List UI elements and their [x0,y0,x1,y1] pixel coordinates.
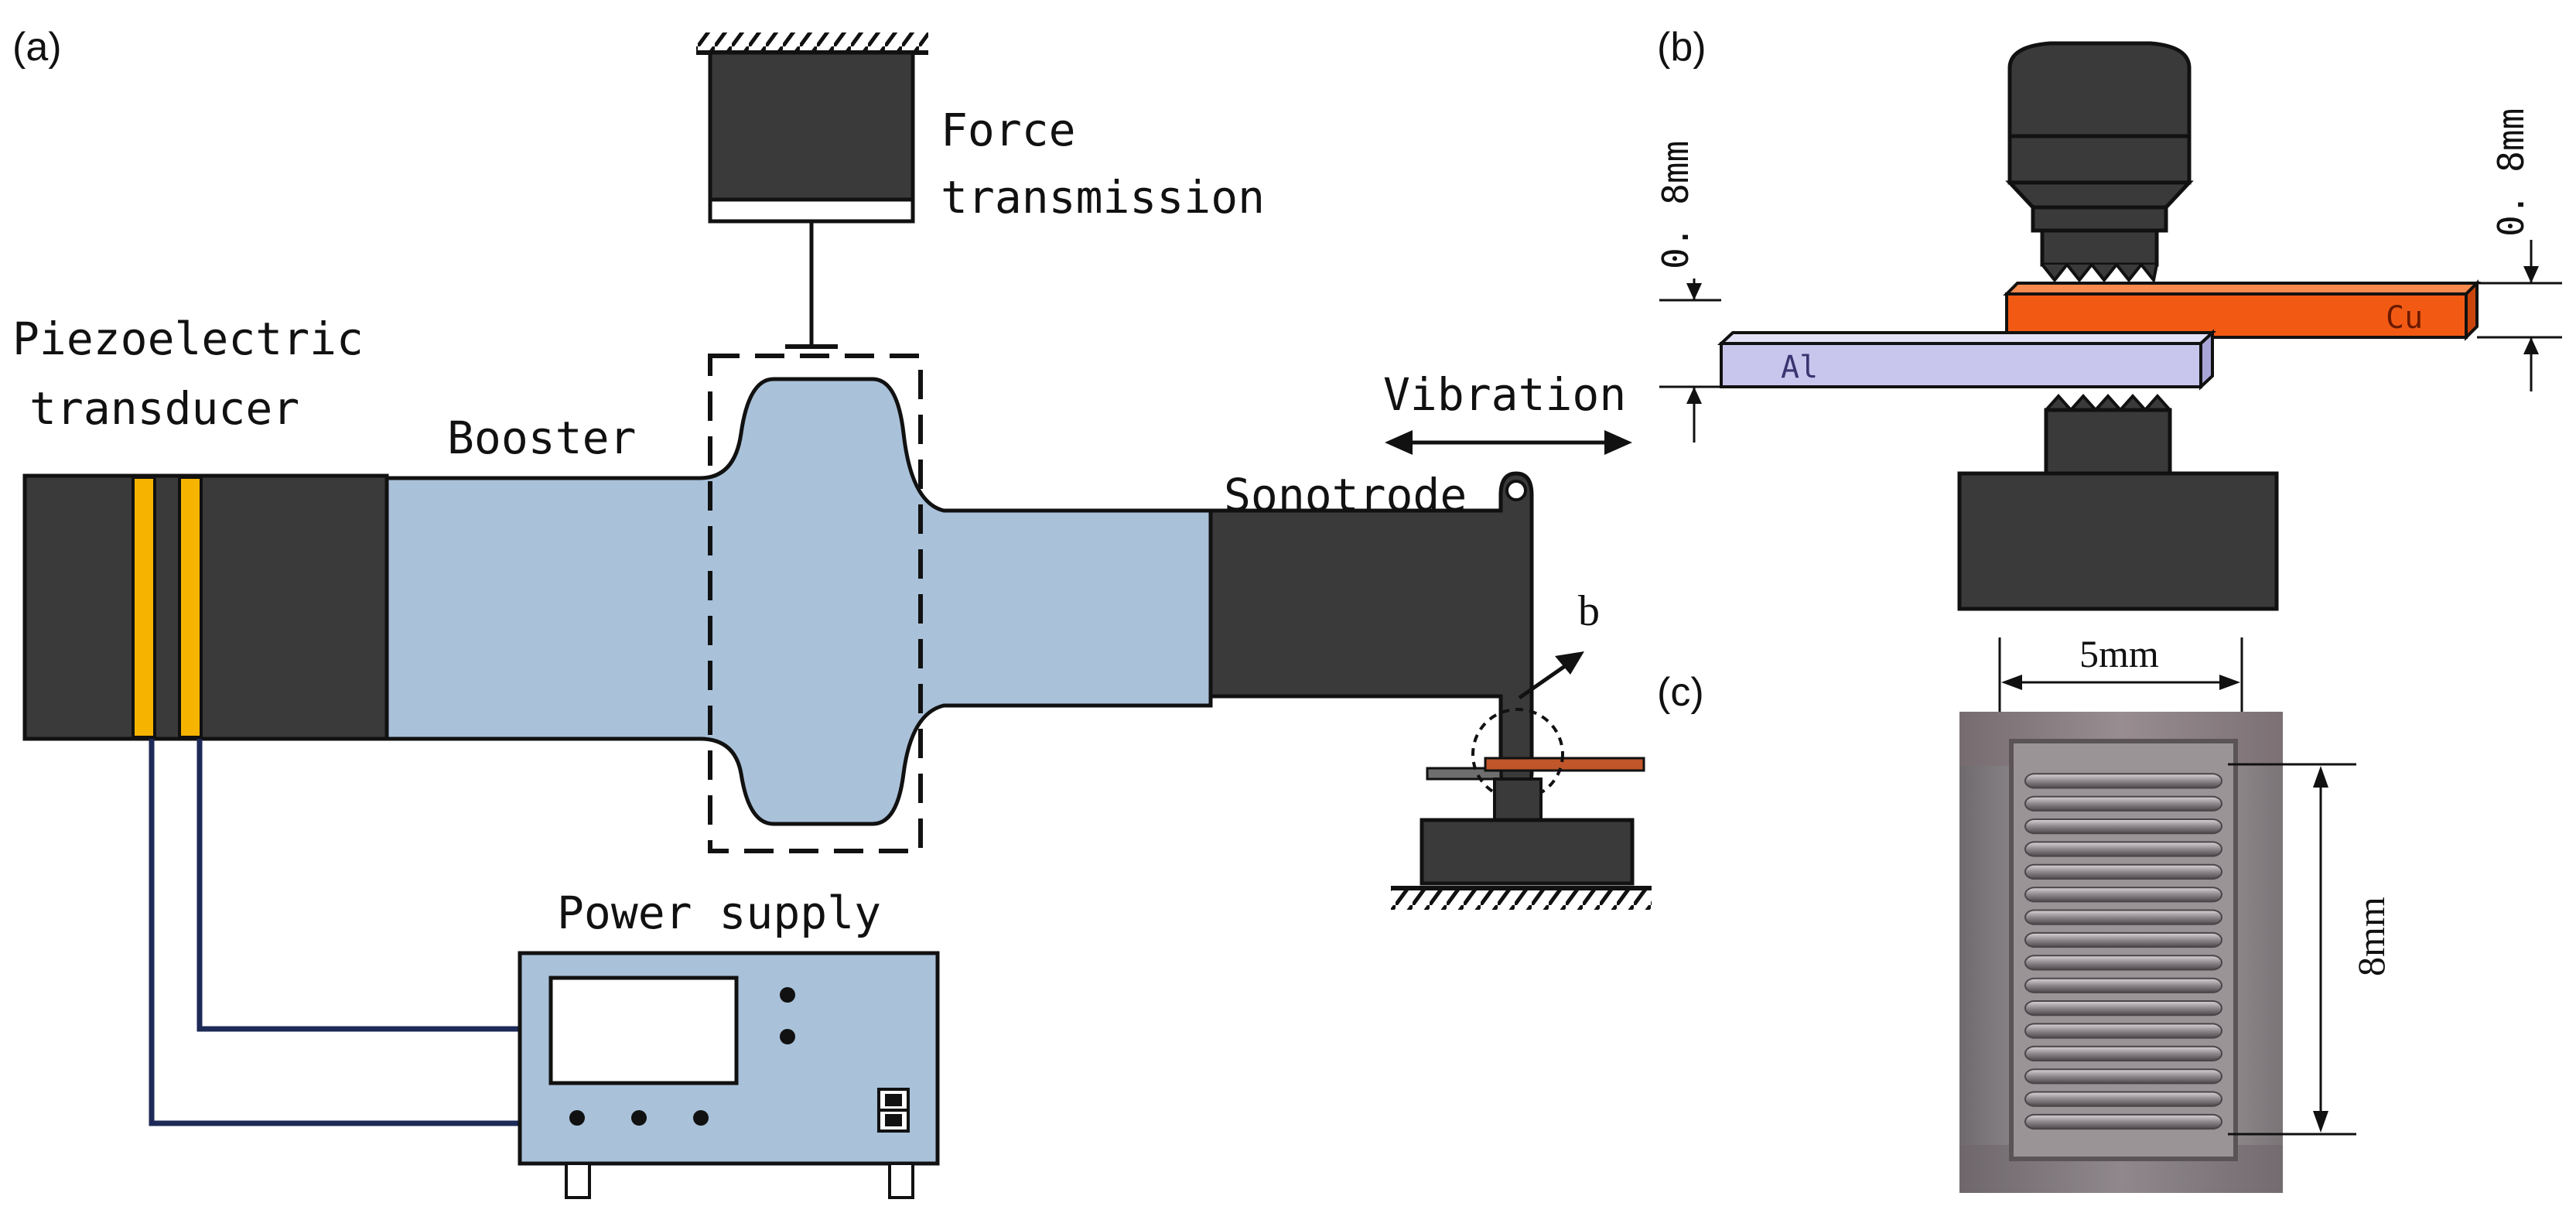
weld-groove [2024,863,2222,880]
weld-groove [2024,1000,2222,1017]
panel-b-label: (b) [1657,25,1707,70]
piezo-ceramic-disc-2 [178,476,203,739]
cu-label: Cu [2386,300,2423,336]
weld-groove [2024,977,2222,993]
cu-thickness-label: 0. 8mm [2490,108,2532,237]
weld-groove [2024,1023,2222,1039]
piezoelectric-transducer [22,473,389,741]
al-thickness-label: 0. 8mm [1655,141,1696,269]
wire-1 [149,739,518,1126]
horn-cap [2007,41,2192,138]
weld-groove [2024,1045,2222,1062]
power-foot-right [888,1162,914,1199]
al-thickness-dimension: 0. 8mm [1655,141,1721,443]
weld-groove [2024,1091,2222,1107]
force-piston [708,197,915,224]
weld-height-dimension: 8mm [2228,763,2393,1136]
power-button-2 [631,1110,647,1126]
weld-groove [2024,795,2222,812]
cu-sheet [2005,292,2468,339]
weld-groove [2024,773,2222,789]
welding-head [2005,41,2194,284]
power-button-1 [569,1110,585,1126]
weld-width-dimension: 5mm [1998,632,2243,721]
booster-label: Booster [447,412,636,464]
sonotrode-label: Sonotrode [1224,469,1467,521]
wire-2 [196,739,518,1032]
panel-c-label: (c) [1657,670,1704,715]
workpiece-cu-small [1484,757,1645,772]
weld-groove [2024,818,2222,835]
force-transmission-unit [696,32,928,349]
force-label-line1: Force [941,104,1076,156]
anvil-teeth [2045,393,2171,413]
weld-sample-photo [1959,712,2283,1193]
anvil-base [1420,818,1635,886]
anvil-block [1957,471,2279,611]
cu-thickness-dimension: 0. 8mm [2477,108,2562,391]
workpiece-al-small [1426,767,1502,781]
fixed-ground-hatch-bottom [1391,890,1652,910]
power-knob-2 [780,1029,795,1044]
power-supply-screen [548,976,739,1085]
panel-a-label: (a) [12,25,62,70]
al-sheet [1720,342,2202,388]
weld-groove [2024,909,2222,925]
weld-groove [2024,1113,2222,1130]
power-foot-left [565,1162,591,1199]
power-button-3 [693,1110,709,1126]
weld-width-label: 5mm [2079,632,2159,675]
horn-tip [2040,228,2159,267]
piezo-label-line2: transducer [29,382,299,435]
weld-groove [2024,887,2222,903]
weld-grooves [2024,773,2222,1130]
piezo-ceramic-disc-1 [132,476,156,739]
force-label-line2: transmission [941,171,1265,224]
al-label: Al [1781,350,1818,385]
vibration-label: Vibration [1383,368,1626,421]
force-cylinder [708,50,915,202]
anvil-stem [1493,777,1543,822]
clamp-region-dashed-box [708,354,923,853]
weld-height-label: 8mm [2349,897,2393,976]
power-supply-label: Power supply [557,887,881,939]
weld-groove [2024,1068,2222,1085]
power-knob-1 [780,987,795,1003]
fixed-ground-hatch-top [696,32,928,53]
weld-groove [2024,931,2222,948]
piezo-label-line1: Piezoelectric [12,313,364,365]
detail-marker-b: b [1578,587,1600,635]
anvil-post [2044,408,2172,476]
weld-groove [2024,955,2222,971]
weld-groove [2024,841,2222,857]
horn-teeth [2041,261,2158,284]
